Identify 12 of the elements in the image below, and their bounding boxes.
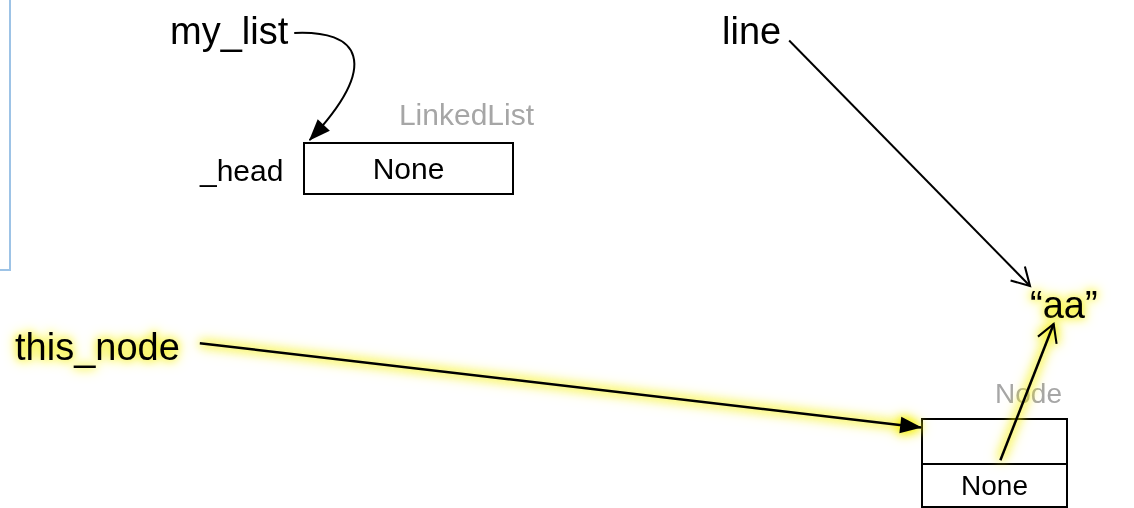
variable-name: line [722, 12, 782, 50]
empty-cell [921, 418, 1068, 465]
class-name: LinkedList [398, 100, 534, 130]
field-name: _head [200, 156, 284, 186]
object-frame [198, 100, 536, 198]
field-cell: None [921, 465, 1068, 508]
variable-name: “aa” [1030, 286, 1098, 324]
arrow [293, 31, 356, 142]
arrow [788, 39, 1032, 288]
field-cell: None [303, 142, 514, 195]
variable-name: this_node [15, 328, 180, 366]
variable-name: my_list [170, 12, 289, 50]
